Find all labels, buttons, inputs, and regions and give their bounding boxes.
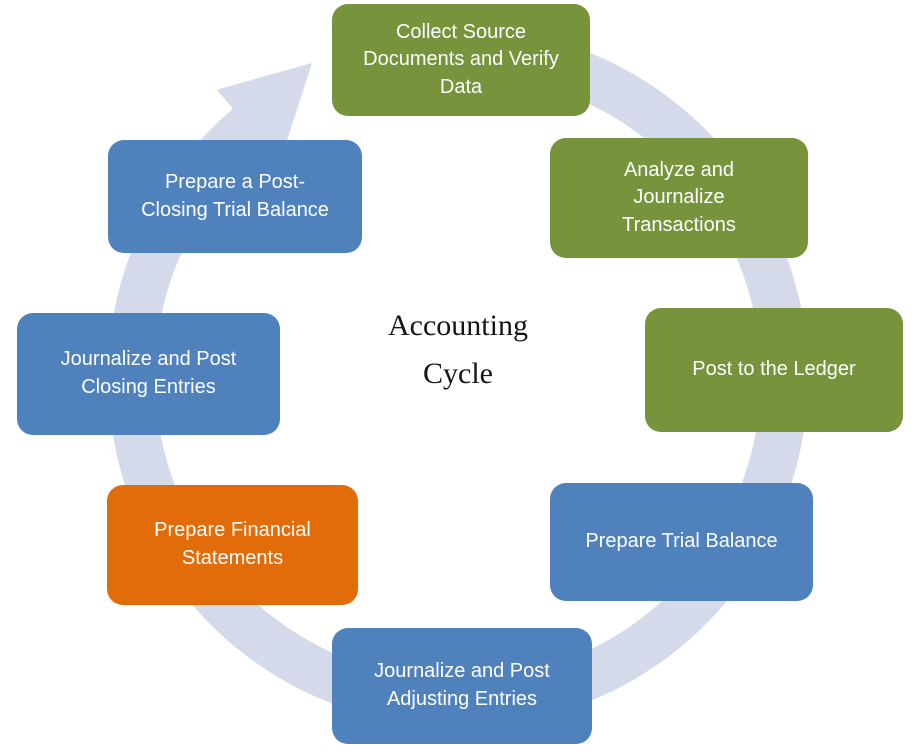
step-collect-source-documents: Collect Source Documents and Verify Data: [332, 4, 590, 116]
step-label: Prepare Trial Balance: [585, 530, 778, 553]
step-label: Journalize and Post Adjusting Entries: [374, 660, 550, 710]
step-prepare-post-closing-trial-balance: Prepare a Post-Closing Trial Balance: [108, 140, 362, 253]
step-label: Journalize and Post Closing Entries: [60, 348, 237, 398]
step-prepare-trial-balance: Prepare Trial Balance: [550, 483, 813, 601]
step-analyze-journalize-transactions: Analyze and Journalize Transactions: [550, 138, 808, 258]
title-line-2: Cycle: [423, 357, 493, 390]
step-prepare-financial-statements: Prepare Financial Statements: [107, 485, 358, 605]
step-label: Post to the Ledger: [692, 358, 856, 381]
diagram-title: Accounting Cycle: [328, 302, 588, 398]
step-label: Prepare a Post-Closing Trial Balance: [141, 170, 329, 221]
step-label: Analyze and Journalize Transactions: [622, 158, 736, 236]
step-post-to-the-ledger: Post to the Ledger: [645, 308, 903, 432]
step-journalize-post-adjusting-entries: Journalize and Post Adjusting Entries: [332, 628, 592, 744]
step-label: Prepare Financial Statements: [154, 519, 311, 569]
step-journalize-post-closing-entries: Journalize and Post Closing Entries: [17, 313, 280, 435]
title-line-1: Accounting: [388, 309, 528, 342]
step-label: Collect Source Documents and Verify Data: [363, 20, 559, 98]
